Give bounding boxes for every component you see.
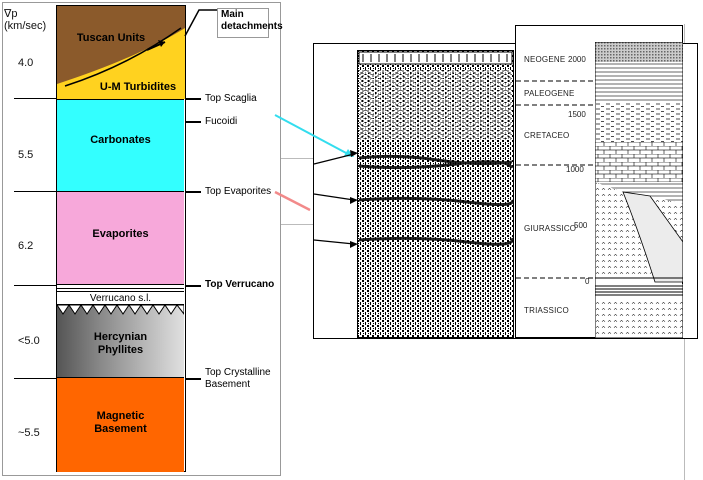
period-cretaceo: CRETACEO: [524, 131, 570, 140]
depth-tick-label: 1500: [568, 110, 586, 119]
velocity-value: 4.0: [18, 57, 34, 69]
horizon-top-verrucano: Top Verrucano: [205, 279, 275, 290]
unit-label-magnetic-basement: Magnetic Basement: [94, 410, 147, 435]
unit-hercynian-phyllites: [57, 305, 184, 378]
unit-verrucano: Verrucano s.l.: [57, 285, 184, 305]
velocity-header: ∇p (km/sec): [4, 8, 47, 32]
boundary-line: [14, 191, 57, 192]
correlation-arrows: [274, 114, 358, 248]
unit-label-turbidites: U-M Turbidites: [99, 81, 177, 93]
period-paleogene: PALEOGENE: [524, 89, 575, 98]
velocity-value: 5.5: [18, 149, 34, 161]
period-neogene: NEOGENE: [524, 55, 566, 64]
left-column-frame: [2, 2, 281, 476]
depth-tick-label: 500: [574, 221, 588, 230]
unit-evaporites: Evaporites: [57, 192, 184, 285]
tuscan-turbidite-block: [57, 6, 185, 99]
boundary-line: [14, 285, 57, 286]
divider-line: [281, 224, 313, 225]
unit-label-evaporites: Evaporites: [92, 228, 149, 240]
depth-tick-label: 0: [585, 277, 590, 286]
unit-label-hercynian-phyllites: Hercynian Phyllites: [93, 331, 148, 356]
velocity-value: <5.0: [18, 335, 40, 347]
verrucano-line: [57, 291, 184, 292]
detachment-bracket: [184, 9, 217, 37]
boundary-line: [14, 98, 57, 99]
velocity-value: ~5.5: [18, 427, 40, 439]
unit-label-carbonates: Carbonates: [90, 134, 151, 146]
horizon-tick: [185, 98, 201, 100]
unit-label-verrucano: Verrucano s.l.: [89, 293, 152, 304]
unit-magnetic-basement: Magnetic Basement: [57, 378, 184, 472]
seismic-section: [357, 50, 514, 338]
main-detachments-label: Main detachments: [221, 9, 283, 32]
depth-tick-label: 2000: [568, 55, 586, 64]
boundary-line: [14, 378, 57, 379]
horizon-top-scaglia: Top Scaglia: [205, 93, 257, 104]
horizon-tick: [185, 285, 201, 287]
horizon-fucoidi: Fucoidi: [205, 116, 238, 127]
horizon-tick: [185, 191, 201, 193]
horizon-top-crystalline-basement: Top Crystalline Basement: [205, 367, 271, 390]
velocity-value: 6.2: [18, 240, 34, 252]
main-detachments-box: [217, 8, 269, 38]
verrucano-line: [57, 288, 184, 289]
unit-label-tuscan-units: Tuscan Units: [76, 32, 146, 44]
lithology-column: [595, 42, 683, 338]
depth-tick-label: 1000: [566, 165, 584, 174]
horizon-tick: [185, 378, 201, 380]
period-triassico: TRIASSICO: [524, 306, 569, 315]
period-giurassico: GIURASSICO: [524, 224, 577, 233]
divider-line: [281, 158, 313, 159]
horizon-top-evaporites: Top Evaporites: [205, 186, 272, 197]
unit-carbonates: Carbonates: [57, 99, 184, 192]
horizon-tick: [185, 121, 201, 123]
